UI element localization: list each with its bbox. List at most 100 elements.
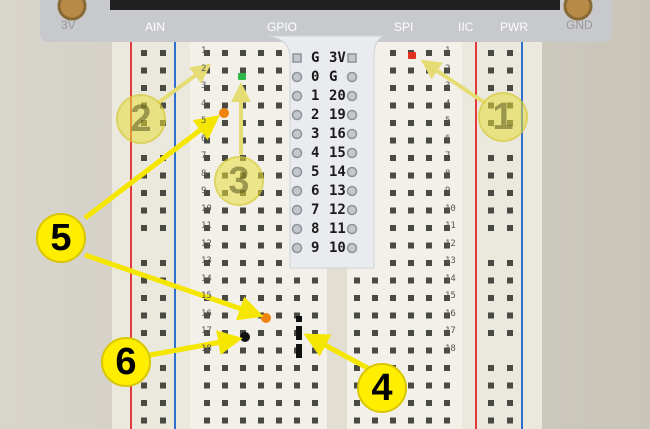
row-number-left: 1 xyxy=(201,46,207,56)
arrow-5-top xyxy=(83,114,220,220)
breadboard-hole xyxy=(372,312,378,319)
breadboard-hole xyxy=(408,382,414,389)
breadboard-hole xyxy=(276,312,282,319)
breadboard-hole xyxy=(507,155,513,161)
breadboard-hole xyxy=(390,120,396,126)
breadboard-hole xyxy=(204,155,210,161)
breakout-pad xyxy=(346,204,358,216)
breadboard-hole xyxy=(426,365,432,371)
breadboard-hole xyxy=(408,102,414,109)
breadboard-hole xyxy=(276,417,282,424)
breadboard-hole xyxy=(444,225,450,231)
breadboard-hole xyxy=(408,242,414,249)
breadboard-hole xyxy=(141,225,147,231)
callout-5: 5 xyxy=(36,213,86,263)
breadboard-hole xyxy=(444,400,450,406)
breadboard-hole xyxy=(312,417,318,424)
header-label-gpio: GPIO xyxy=(267,20,298,34)
breadboard-hole xyxy=(222,382,228,389)
breakout-pad xyxy=(291,166,303,178)
breadboard-hole xyxy=(222,242,228,249)
breadboard-hole xyxy=(258,277,264,284)
breadboard-hole xyxy=(276,365,282,371)
pin-label: 20 xyxy=(329,88,346,104)
breadboard-hole xyxy=(294,295,300,301)
breadboard-hole xyxy=(390,67,396,74)
breadboard-hole xyxy=(240,347,246,354)
row-number-left: 5 xyxy=(201,116,207,126)
pin-label: 6 xyxy=(311,183,320,199)
breadboard-hole xyxy=(372,417,378,424)
breadboard-hole xyxy=(426,155,432,161)
row-number-left: 16 xyxy=(201,308,212,319)
breadboard-hole xyxy=(507,312,513,319)
breadboard-hole xyxy=(240,312,246,319)
pin-label: 1 xyxy=(311,88,320,104)
breadboard-hole xyxy=(354,400,360,406)
breadboard-hole xyxy=(426,137,432,144)
row-number-right: 11 xyxy=(445,221,456,231)
row-number-right: 6 xyxy=(445,133,451,144)
row-number-right: 18 xyxy=(445,343,456,354)
breadboard-hole xyxy=(204,417,210,424)
callout-1: 1 xyxy=(478,92,528,142)
breadboard-hole xyxy=(488,295,494,301)
breadboard-hole xyxy=(408,120,414,126)
breadboard-hole xyxy=(390,137,396,144)
breadboard-hole xyxy=(160,190,166,196)
component-lead-gap xyxy=(296,322,302,326)
breadboard-hole xyxy=(408,85,414,91)
arrow-1 xyxy=(420,59,487,105)
breadboard-hole xyxy=(160,67,166,74)
black-marker xyxy=(240,332,250,342)
breakout-pad xyxy=(346,109,358,121)
breadboard-hole xyxy=(426,312,432,319)
breadboard-hole xyxy=(444,190,450,196)
breadboard-hole xyxy=(258,382,264,389)
breadboard-hole xyxy=(141,277,147,284)
breadboard-hole xyxy=(408,190,414,196)
breadboard-hole xyxy=(507,67,513,74)
breadboard-hole xyxy=(444,417,450,424)
breadboard-hole xyxy=(488,172,494,179)
breadboard-hole xyxy=(507,295,513,301)
header-label-3v: 3V xyxy=(61,18,76,32)
breadboard-hole xyxy=(426,347,432,354)
breadboard-hole xyxy=(294,277,300,284)
breadboard-hole xyxy=(390,312,396,319)
pin-label: 14 xyxy=(329,164,346,180)
breakout-pad xyxy=(292,53,302,63)
breadboard-hole xyxy=(507,207,513,214)
breadboard-hole xyxy=(160,417,166,424)
breadboard-hole xyxy=(204,277,210,284)
breadboard-hole xyxy=(372,330,378,336)
breadboard-hole xyxy=(426,260,432,266)
header-label-gnd: GND xyxy=(566,18,593,32)
breadboard-hole xyxy=(390,85,396,91)
breadboard-hole xyxy=(408,400,414,406)
breadboard-hole xyxy=(160,312,166,319)
row-number-right: 9 xyxy=(445,186,451,196)
breadboard-hole xyxy=(390,347,396,354)
breadboard-hole xyxy=(444,85,450,91)
breadboard-hole xyxy=(372,295,378,301)
pin-label: 2 xyxy=(311,107,320,123)
breadboard-hole xyxy=(294,382,300,389)
row-number-left: 7 xyxy=(201,151,207,161)
breadboard-hole xyxy=(426,295,432,301)
breadboard-hole xyxy=(141,330,147,336)
orange-marker-bottom xyxy=(261,313,271,323)
breadboard-hole xyxy=(276,190,282,196)
breadboard-hole xyxy=(444,365,450,371)
row-number-left: 6 xyxy=(201,133,207,144)
breadboard-hole xyxy=(258,102,264,109)
pin-label: 0 xyxy=(311,69,320,85)
breadboard-hole xyxy=(276,102,282,109)
breadboard-hole xyxy=(258,400,264,406)
breadboard-hole xyxy=(141,400,147,406)
breadboard-hole xyxy=(258,295,264,301)
breadboard-hole xyxy=(354,347,360,354)
breadboard-hole xyxy=(444,312,450,319)
